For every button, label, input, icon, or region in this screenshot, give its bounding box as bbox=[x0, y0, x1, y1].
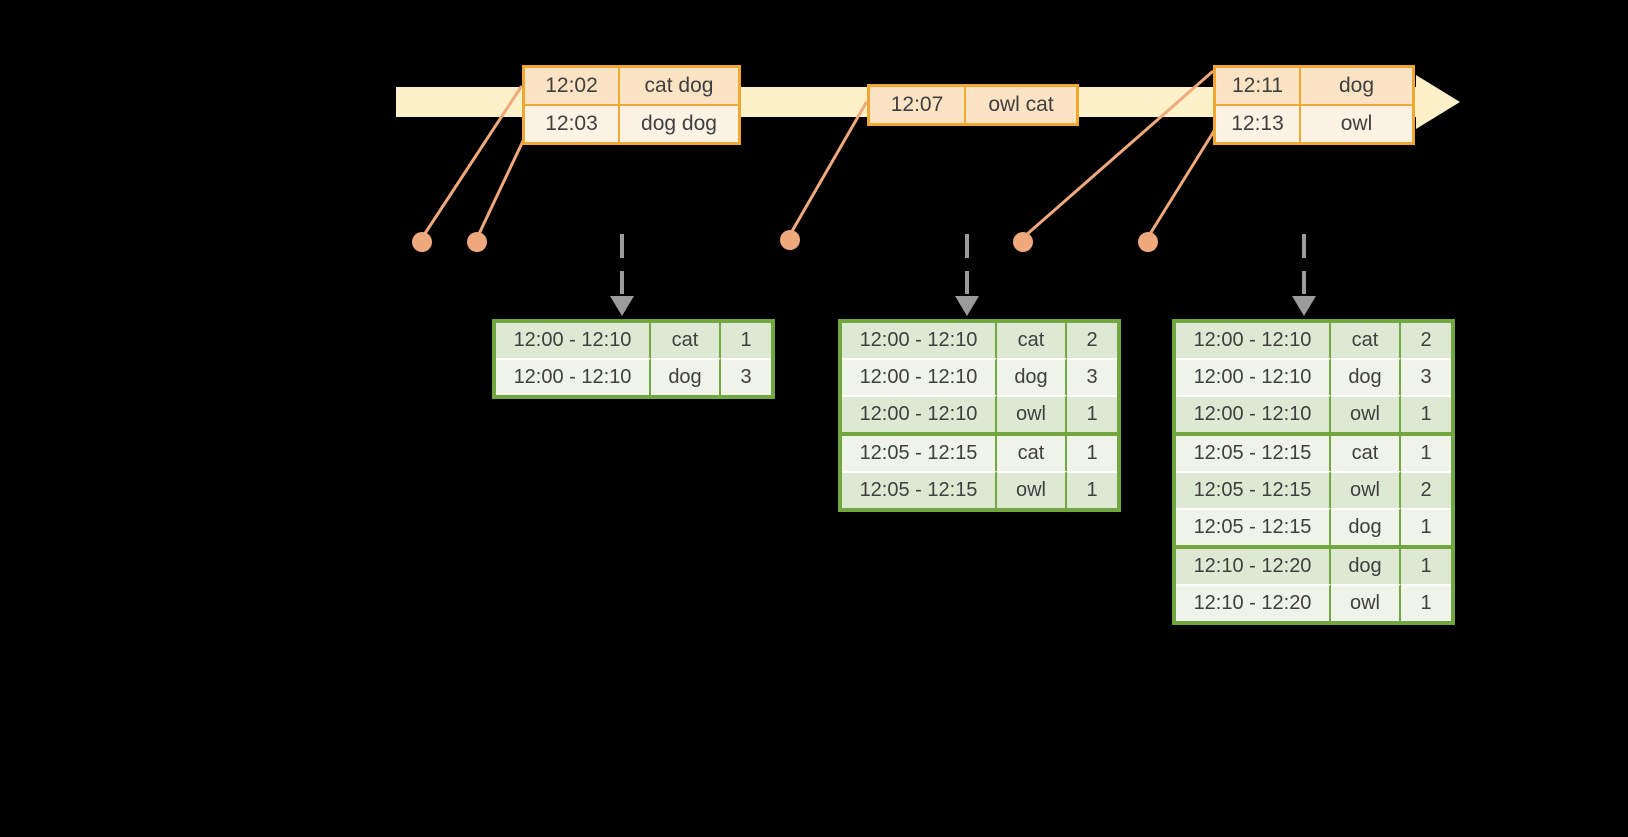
cell-animal: dog bbox=[1331, 508, 1401, 545]
cell-window: 12:05 - 12:15 bbox=[1176, 508, 1331, 545]
cell-count: 1 bbox=[1067, 432, 1117, 471]
event-dot-icon bbox=[467, 232, 487, 252]
cell-window: 12:05 - 12:15 bbox=[1176, 432, 1331, 471]
event-link-line bbox=[476, 139, 525, 238]
cell-time: 12:03 bbox=[525, 104, 620, 142]
cell-animal: dog bbox=[997, 358, 1067, 395]
cell-count: 1 bbox=[1401, 508, 1451, 545]
cell-time: 12:13 bbox=[1216, 104, 1301, 142]
cell-animal: owl bbox=[1331, 584, 1401, 621]
cell-count: 1 bbox=[1067, 471, 1117, 508]
event-dot-icon bbox=[1013, 232, 1033, 252]
cell-window: 12:00 - 12:10 bbox=[842, 323, 997, 358]
cell-animal: cat bbox=[1331, 323, 1401, 358]
cell-animal: owl bbox=[997, 395, 1067, 432]
event-dot-icon bbox=[412, 232, 432, 252]
cell-tags: owl cat bbox=[966, 87, 1076, 123]
cell-window: 12:05 - 12:15 bbox=[1176, 471, 1331, 508]
cell-count: 2 bbox=[1067, 323, 1117, 358]
cell-window: 12:10 - 12:20 bbox=[1176, 545, 1331, 584]
cell-count: 1 bbox=[1401, 584, 1451, 621]
cell-window: 12:00 - 12:10 bbox=[496, 358, 651, 395]
cell-window: 12:00 - 12:10 bbox=[1176, 358, 1331, 395]
cell-window: 12:00 - 12:10 bbox=[1176, 323, 1331, 358]
cell-animal: cat bbox=[997, 323, 1067, 358]
cell-animal: owl bbox=[1331, 395, 1401, 432]
cell-count: 3 bbox=[1067, 358, 1117, 395]
cell-count: 1 bbox=[721, 323, 771, 358]
cell-time: 12:07 bbox=[870, 87, 966, 123]
cell-animal: dog bbox=[651, 358, 721, 395]
cell-window: 12:00 - 12:10 bbox=[496, 323, 651, 358]
cell-time: 12:02 bbox=[525, 68, 620, 104]
cell-window: 12:05 - 12:15 bbox=[842, 471, 997, 508]
cell-count: 1 bbox=[1401, 395, 1451, 432]
cell-window: 12:05 - 12:15 bbox=[842, 432, 997, 471]
cell-animal: owl bbox=[997, 471, 1067, 508]
cell-animal: dog bbox=[1331, 358, 1401, 395]
cell-count: 2 bbox=[1401, 323, 1451, 358]
down-arrowhead-icon bbox=[1292, 296, 1316, 316]
cell-window: 12:00 - 12:10 bbox=[842, 358, 997, 395]
emit-arrows bbox=[610, 234, 1316, 316]
cell-count: 1 bbox=[1401, 432, 1451, 471]
event-link-line bbox=[1148, 129, 1216, 236]
cell-window: 12:00 - 12:10 bbox=[1176, 395, 1331, 432]
event-link-line bbox=[789, 101, 868, 235]
cell-time: 12:11 bbox=[1216, 68, 1301, 104]
cell-tags: cat dog bbox=[620, 68, 738, 104]
cell-window: 12:10 - 12:20 bbox=[1176, 584, 1331, 621]
cell-window: 12:00 - 12:10 bbox=[842, 395, 997, 432]
cell-tags: dog dog bbox=[620, 104, 738, 142]
cell-animal: cat bbox=[1331, 432, 1401, 471]
cell-count: 2 bbox=[1401, 471, 1451, 508]
down-arrowhead-icon bbox=[610, 296, 634, 316]
cell-tags: owl bbox=[1301, 104, 1412, 142]
cell-animal: cat bbox=[997, 432, 1067, 471]
cell-tags: dog bbox=[1301, 68, 1412, 104]
cell-count: 3 bbox=[721, 358, 771, 395]
cell-animal: dog bbox=[1331, 545, 1401, 584]
cell-count: 1 bbox=[1067, 395, 1117, 432]
cell-count: 3 bbox=[1401, 358, 1451, 395]
cell-animal: cat bbox=[651, 323, 721, 358]
timeline-arrowhead-icon bbox=[1416, 75, 1460, 129]
cell-animal: owl bbox=[1331, 471, 1401, 508]
event-dot-icon bbox=[780, 230, 800, 250]
cell-count: 1 bbox=[1401, 545, 1451, 584]
event-dot-icon bbox=[1138, 232, 1158, 252]
down-arrowhead-icon bbox=[955, 296, 979, 316]
